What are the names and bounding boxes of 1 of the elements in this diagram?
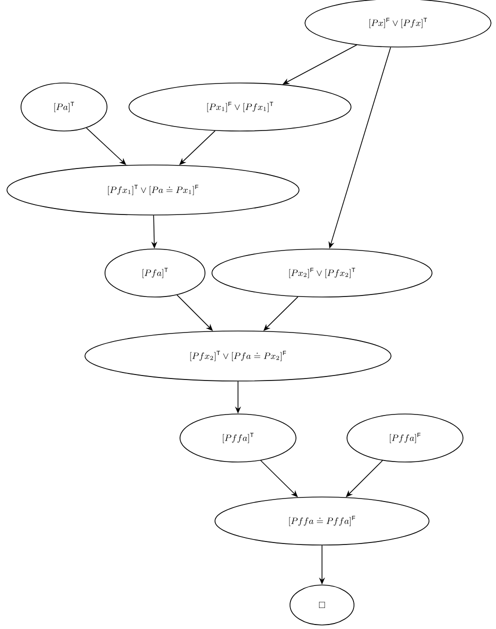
arrow — [176, 294, 213, 331]
